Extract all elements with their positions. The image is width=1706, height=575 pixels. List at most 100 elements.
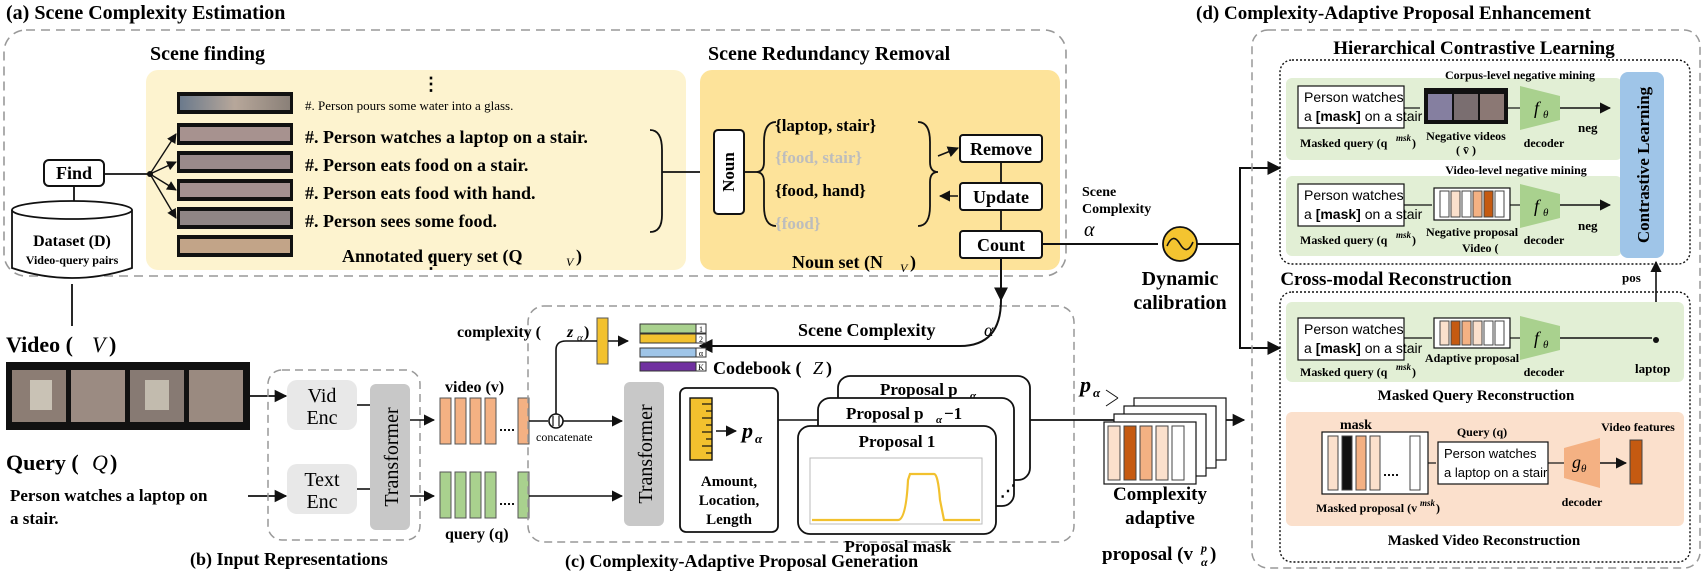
transformer-b-label: Transformer	[381, 407, 403, 507]
query-2: #. Person eats food on a stair.	[305, 155, 528, 175]
proposal-p-alpha-label: Proposal p α	[880, 380, 977, 402]
noun-brace-right	[917, 121, 939, 227]
hcl-title: Hierarchical Contrastive Learning	[1333, 38, 1615, 59]
adaptive-proposal-label: Adaptive proposal	[1425, 351, 1520, 365]
video-film	[6, 362, 250, 430]
dots-bottom: ⋮	[422, 252, 440, 272]
corpus-label: Corpus-level negative mining	[1445, 68, 1595, 82]
find-label: Find	[56, 163, 92, 183]
svg-text:msk: msk	[1396, 133, 1412, 143]
proposal-mask-plot	[809, 457, 983, 525]
g-theta-label: g θ	[1572, 452, 1587, 475]
query-label: Query ( Q )	[6, 450, 117, 475]
hcl-border	[1279, 59, 1691, 265]
pos-label: pos	[1622, 270, 1641, 285]
update-label: Update	[973, 187, 1029, 207]
p-alpha-label: p α	[740, 418, 763, 446]
negative-videos-label: Negative videos	[1426, 129, 1506, 143]
scene-complexity-label-1: Scene	[1082, 185, 1116, 200]
svg-text:Q: Q	[92, 450, 108, 475]
video-label: Video ( V )	[6, 332, 116, 357]
transformer-c	[624, 382, 664, 526]
noun-set-panel	[700, 70, 1060, 270]
panel-d-border	[1251, 29, 1701, 569]
query-d-text-2: a laptop on a stair	[1444, 465, 1548, 480]
f-theta-decoder-2	[1520, 184, 1560, 228]
mqr-label: Masked Query Reconstruction	[1378, 388, 1575, 404]
masked-query-label-2: Masked query (q msk )	[1300, 230, 1416, 247]
complexity-adaptive-3: proposal (v p α )	[1102, 541, 1216, 569]
svg-text:Z: Z	[813, 358, 824, 378]
scene-complexity-label-2: Complexity	[1082, 202, 1151, 217]
panel-a-title: (a) Scene Complexity Estimation	[6, 2, 285, 24]
svg-text:): )	[1412, 233, 1416, 247]
svg-text:Masked query (q: Masked query (q	[1300, 365, 1388, 379]
masked-proposal-tokens	[1321, 431, 1429, 495]
person-watches-3: Person watches	[1304, 321, 1404, 337]
small-query: #. Person pours some water into a glass.	[305, 98, 513, 113]
text-enc-2: Enc	[306, 491, 337, 513]
svg-text:p: p	[1078, 372, 1091, 397]
vid-enc-box	[287, 380, 357, 430]
svg-text:p: p	[1200, 541, 1207, 555]
svg-text:θ: θ	[1543, 339, 1549, 351]
proposal-mask-label: Proposal mask	[845, 537, 952, 556]
proposal-p-alpha-1-label: Proposal p α −1	[846, 404, 962, 426]
dataset-cylinder	[11, 200, 133, 279]
mvr-label: Masked Video Reconstruction	[1388, 533, 1581, 549]
decoder-label-1: decoder	[1524, 136, 1565, 150]
svg-text:): )	[584, 324, 589, 341]
svg-text:α: α	[1093, 385, 1101, 400]
person-watches-1: Person watches	[1304, 89, 1404, 105]
svg-text:): )	[1412, 365, 1416, 379]
query-3: #. Person eats food with hand.	[305, 183, 536, 203]
svg-text:−1: −1	[944, 404, 962, 423]
svg-text:Annotated query set (Q: Annotated query set (Q	[342, 246, 523, 267]
noun-set-2: {food, stair}	[775, 148, 862, 167]
svg-text:α: α	[1201, 555, 1208, 569]
masked-proposal-label: Masked proposal (v msk )	[1316, 498, 1440, 515]
svg-text:z: z	[566, 324, 574, 341]
codebook	[639, 323, 707, 372]
noun-set-label: Noun set (N V )	[792, 252, 916, 275]
panel-c-title: (c) Complexity-Adaptive Proposal Generat…	[565, 551, 918, 572]
svg-text:): )	[1436, 501, 1440, 515]
query-d-text-1: Person watches	[1444, 446, 1537, 461]
codebook-row-1: 1	[699, 325, 703, 334]
dynamic-label: Dynamic	[1142, 268, 1219, 290]
svg-text:θ: θ	[1581, 463, 1587, 475]
transformer-b	[370, 384, 410, 530]
svg-text:Video (: Video (	[6, 332, 73, 357]
svg-text:Video (: Video (	[1462, 241, 1499, 255]
p-alpha-adaptive-label: p α	[1078, 372, 1101, 400]
codebook-row-2: 2	[699, 335, 703, 344]
remove-label: Remove	[970, 139, 1032, 159]
vid-enc-1: Vid	[308, 385, 337, 407]
svg-text:Codebook (: Codebook (	[713, 358, 802, 379]
adaptive-proposal-tokens	[1433, 317, 1511, 349]
svg-text:α: α	[970, 390, 977, 402]
svg-text:): )	[910, 252, 916, 273]
mask-on-stair-1: a [mask] on a stair	[1304, 108, 1423, 124]
redundancy-title: Scene Redundancy Removal	[708, 43, 951, 65]
panel-b-border	[267, 369, 421, 541]
person-watches-2: Person watches	[1304, 187, 1404, 203]
annotated-query-label: Annotated query set (Q V )	[342, 246, 582, 269]
query-text-2: a stair.	[10, 509, 59, 528]
concatenate-icon	[548, 413, 564, 429]
query-tokens	[439, 471, 530, 519]
codebook-row-4: K	[698, 363, 704, 372]
negative-videos-stack	[1424, 88, 1508, 124]
svg-text:msk: msk	[1396, 362, 1412, 372]
svg-text:θ: θ	[1543, 207, 1549, 219]
svg-text:α: α	[936, 414, 943, 426]
dataset-label: Dataset (D)	[33, 233, 111, 250]
negative-videos-sym: ( v̄ )	[1456, 143, 1476, 157]
negative-proposal-label: Negative proposal	[1426, 225, 1519, 239]
svg-text:Noun set (N: Noun set (N	[792, 252, 883, 273]
proposal-1-label: Proposal 1	[859, 432, 936, 451]
svg-text:Proposal p: Proposal p	[846, 404, 924, 423]
cmr-border	[1279, 291, 1691, 563]
panel-d-title: (d) Complexity-Adaptive Proposal Enhance…	[1196, 3, 1592, 24]
